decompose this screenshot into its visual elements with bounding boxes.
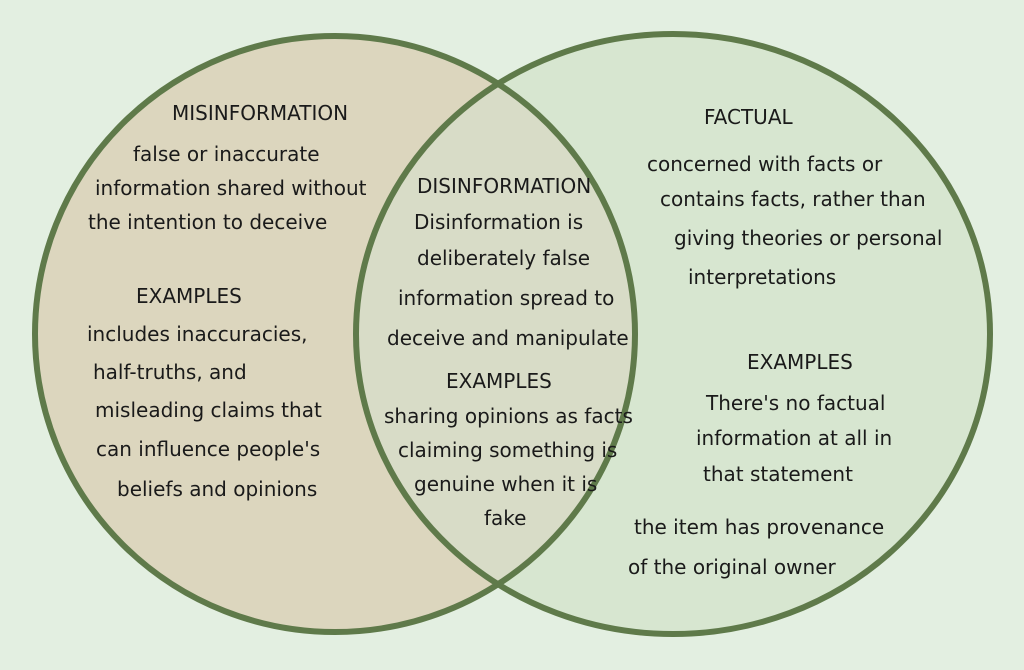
disinformation-desc-line-2: deliberately false: [417, 246, 591, 270]
disinformation-desc-line-1: Disinformation is: [414, 210, 584, 234]
factual-desc-line-1: concerned with facts or: [647, 152, 883, 176]
misinformation-example-line-1: includes inaccuracies,: [87, 322, 308, 346]
disinformation-overlap: [356, 36, 635, 632]
misinformation-heading: MISINFORMATION: [172, 101, 349, 125]
disinformation-example-line-4: fake: [484, 506, 527, 530]
misinformation-desc-line-3: the intention to deceive: [88, 210, 328, 234]
factual-outline: [353, 31, 993, 637]
factual-example-line-1: There's no factual: [706, 391, 886, 415]
disinformation-desc-line-3: information spread to: [398, 286, 615, 310]
misinformation-example-line-4: can influence people's: [96, 437, 321, 461]
misinformation-outline: [32, 33, 638, 635]
misinformation-desc-line-2: information shared without: [95, 176, 367, 200]
misinformation-example-line-5: beliefs and opinions: [117, 477, 318, 501]
disinformation-example-line-2: claiming something is: [398, 438, 618, 462]
factual-extra-line-2: of the original owner: [628, 555, 836, 579]
disinformation-heading: DISINFORMATION: [417, 174, 592, 198]
factual-example-line-3: that statement: [703, 462, 853, 486]
disinformation-desc-line-4: deceive and manipulate: [387, 326, 629, 350]
factual-desc-line-3: giving theories or personal: [674, 226, 943, 250]
factual-example-line-2: information at all in: [696, 426, 893, 450]
misinformation-desc-line-1: false or inaccurate: [133, 142, 320, 166]
misinformation-example-line-2: half-truths, and: [93, 360, 247, 384]
misinformation-examples-heading: EXAMPLES: [136, 284, 242, 308]
disinformation-example-line-3: genuine when it is: [414, 472, 598, 496]
factual-desc-line-2: contains facts, rather than: [660, 187, 926, 211]
misinformation-example-line-3: misleading claims that: [95, 398, 322, 422]
disinformation-examples-heading: EXAMPLES: [446, 369, 552, 393]
factual-desc-line-4: interpretations: [688, 265, 837, 289]
factual-extra-line-1: the item has provenance: [634, 515, 885, 539]
factual-examples-heading: EXAMPLES: [747, 350, 853, 374]
factual-heading: FACTUAL: [704, 105, 793, 129]
disinformation-example-line-1: sharing opinions as facts: [384, 404, 633, 428]
